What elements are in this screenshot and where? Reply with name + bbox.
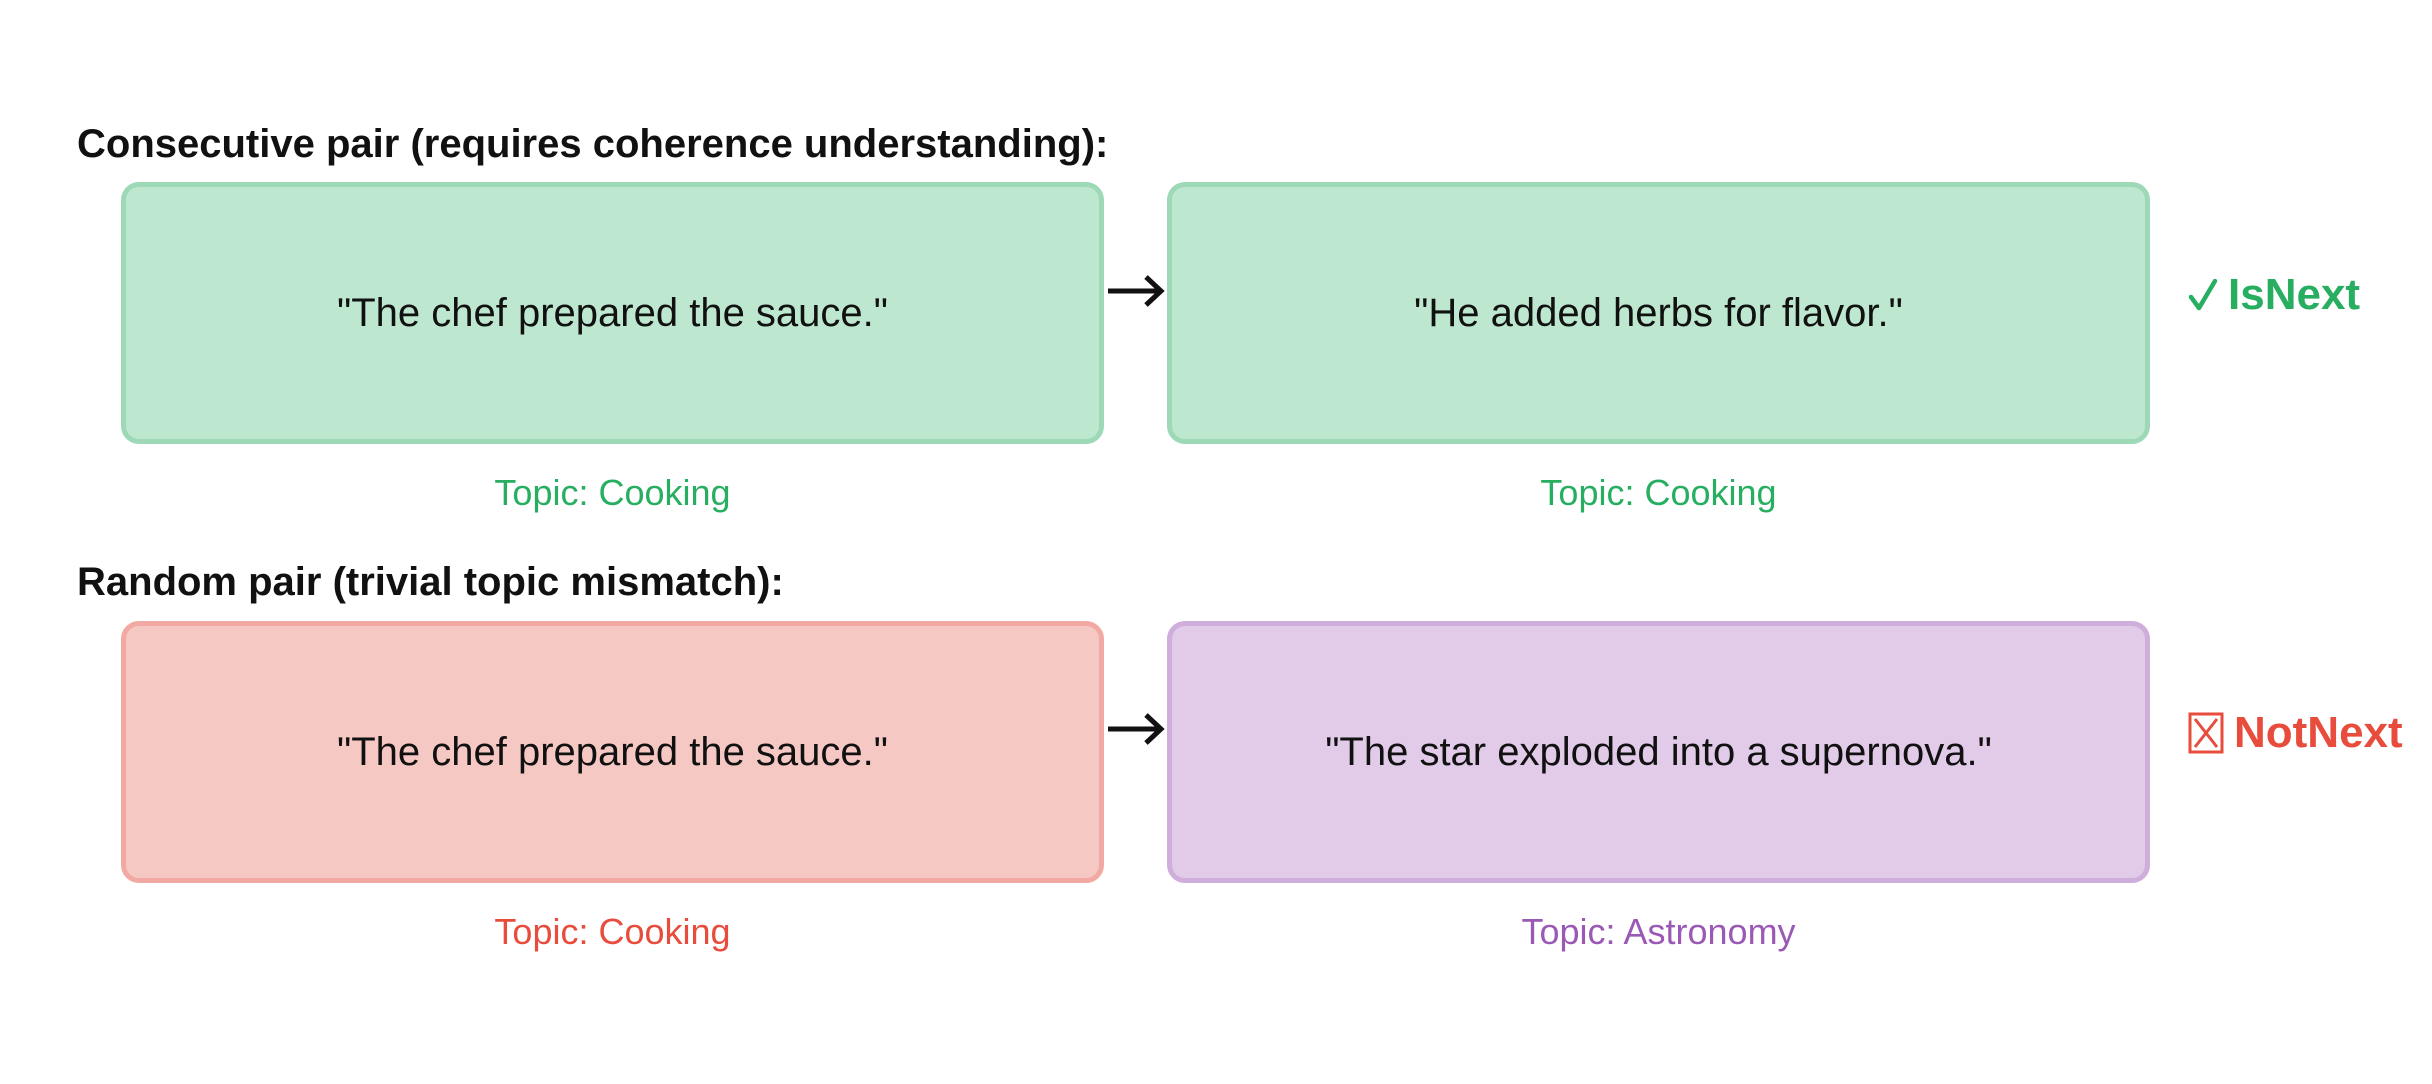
random-topic-b: Topic: Astronomy: [1521, 911, 1796, 952]
random-sentence-a-box: "The chef prepared the sauce.": [121, 621, 1104, 883]
consecutive-sentence-b-box: "He added herbs for flavor.": [1167, 182, 2150, 444]
consecutive-topic-b: Topic: Cooking: [1540, 472, 1777, 513]
random-sentence-a: "The chef prepared the sauce.": [337, 729, 888, 774]
right-arrow-icon: [1108, 713, 1165, 745]
random-topic-a: Topic: Cooking: [494, 911, 731, 952]
consecutive-pair-title: Consecutive pair (requires coherence und…: [77, 122, 1109, 166]
cross-box-icon: [2188, 712, 2224, 754]
consecutive-sentence-a: "The chef prepared the sauce.": [337, 290, 888, 335]
consecutive-sentence-a-box: "The chef prepared the sauce.": [121, 182, 1104, 444]
check-icon: [2188, 278, 2218, 311]
random-pair-title: Random pair (trivial topic mismatch):: [77, 560, 784, 604]
isnext-label: IsNext: [2228, 270, 2361, 319]
isnext-verdict: IsNext: [2188, 270, 2360, 320]
right-arrow-icon: [1108, 275, 1165, 307]
consecutive-topic-a: Topic: Cooking: [494, 472, 731, 513]
consecutive-sentence-b: "He added herbs for flavor.": [1414, 290, 1903, 335]
random-sentence-b: "The star exploded into a supernova.": [1325, 729, 1992, 774]
notnext-label: NotNext: [2234, 708, 2403, 757]
notnext-verdict: NotNext: [2188, 708, 2403, 758]
random-sentence-b-box: "The star exploded into a supernova.": [1167, 621, 2150, 883]
